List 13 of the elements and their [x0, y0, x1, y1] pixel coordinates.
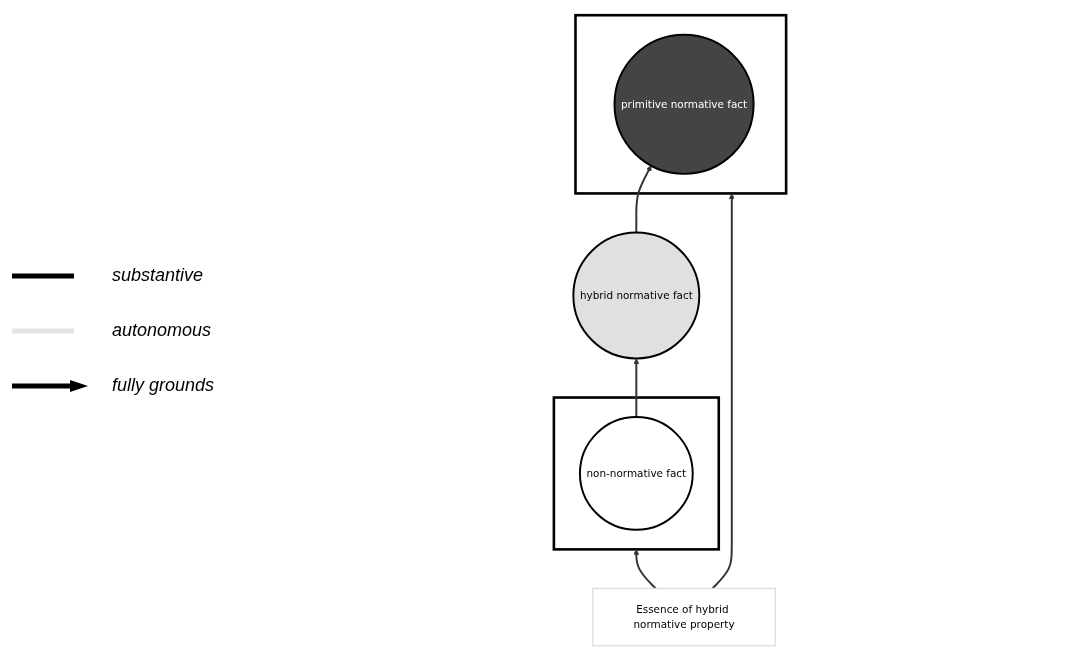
- arrow: [635, 165, 652, 234]
- legend-label: fully grounds: [112, 375, 215, 396]
- node-circle: non-normative fact: [578, 416, 694, 531]
- arrow: [711, 193, 735, 590]
- node-circle: primitive normative fact: [613, 33, 755, 175]
- legend-label: autonomous: [112, 320, 212, 341]
- node-box: Essence of hybrid normative property: [592, 587, 776, 647]
- arrow: [633, 549, 657, 590]
- arrow: [633, 358, 640, 419]
- cluster: [552, 396, 721, 551]
- legend-label: substantive: [112, 265, 204, 286]
- node-circle: hybrid normative fact: [572, 231, 701, 360]
- cluster: [574, 13, 788, 195]
